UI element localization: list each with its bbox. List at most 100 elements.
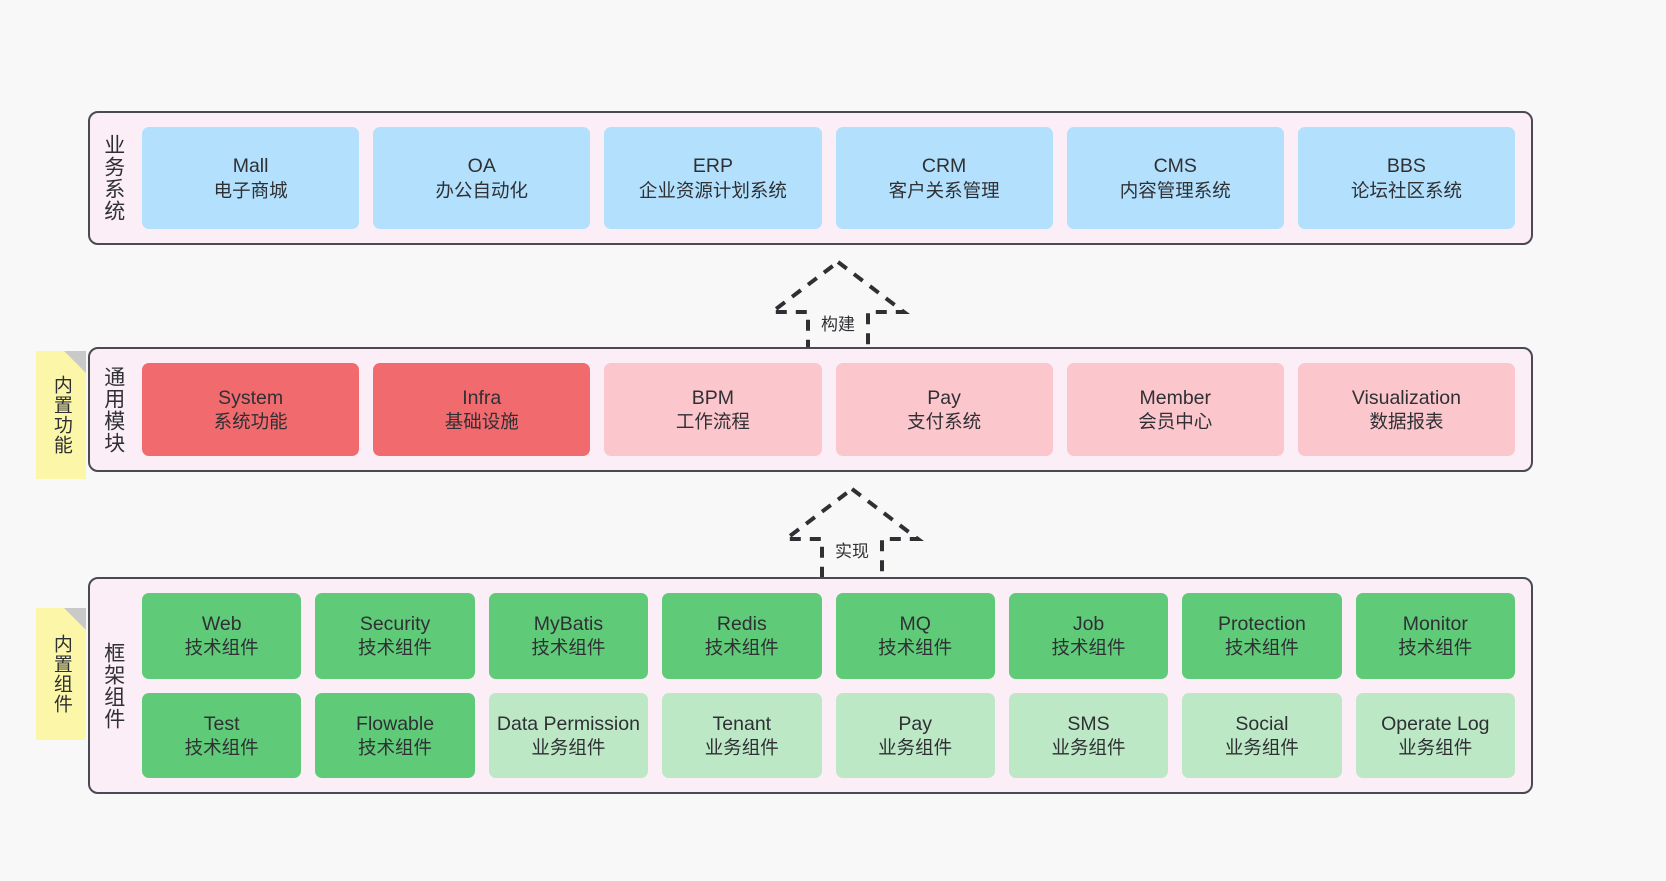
card-cms[interactable]: CMS 内容管理系统 [1066,127,1284,229]
card-subtitle: 支付系统 [907,411,982,433]
card-subtitle: 企业资源计划系统 [638,179,787,201]
card-subtitle: 内容管理系统 [1119,179,1231,201]
card-title: Member [1139,386,1212,409]
card-oa[interactable]: OA 办公自动化 [373,127,591,229]
card-subtitle: 基础设施 [444,411,519,433]
card-subtitle: 业务组件 [531,736,606,758]
card-subtitle: 数据报表 [1369,411,1444,433]
card-mall[interactable]: Mall 电子商城 [142,127,360,229]
card-test[interactable]: Test 技术组件 [142,692,302,778]
card-visualization[interactable]: Visualization 数据报表 [1297,363,1516,456]
card-subtitle: 技术组件 [1398,637,1473,659]
card-title: Operate Log [1381,712,1490,735]
card-title: Visualization [1351,386,1462,409]
card-subtitle: 技术组件 [531,637,606,659]
card-mybatis[interactable]: MyBatis 技术组件 [488,593,649,679]
card-crm[interactable]: CRM 客户关系管理 [835,127,1053,229]
card-title: Web [201,613,242,635]
connector-implement: 实现 [777,485,927,581]
card-title: SMS [1067,712,1110,735]
card-title: CMS [1153,155,1197,178]
card-title: Job [1072,613,1105,635]
fold-corner-icon [64,351,86,373]
card-subtitle: 业务组件 [704,736,779,758]
card-subtitle: 业务组件 [1051,736,1126,758]
card-subtitle: 技术组件 [358,637,433,659]
sticky-note-label: 内置功能 [50,375,72,455]
card-title: CRM [921,155,967,178]
card-subtitle: 技术组件 [184,637,259,659]
layer-title-framework-component: 框架组件 [101,641,125,730]
layer-body-common-module: System 系统功能 Infra 基础设施 BPM 工作流程 Pay 支付系统… [136,349,1531,470]
card-job[interactable]: Job 技术组件 [1008,593,1169,679]
layer-body-framework-component: Web 技术组件 Security 技术组件 MyBatis 技术组件 Redi… [136,579,1531,792]
card-title: MyBatis [533,613,604,635]
card-title: BPM [691,386,735,409]
fold-corner-icon [64,608,86,630]
card-subtitle: 工作流程 [675,411,750,433]
card-title: OA [467,155,496,178]
layer-common-module: 通用模块 System 系统功能 Infra 基础设施 BPM 工作流程 Pay… [88,347,1533,472]
card-title: MQ [899,613,931,635]
card-title: Social [1235,712,1289,735]
card-bpm[interactable]: BPM 工作流程 [604,363,822,456]
card-subtitle: 业务组件 [1224,736,1299,758]
card-subtitle: 办公自动化 [435,179,529,201]
card-subtitle: 业务组件 [1398,736,1473,758]
card-data-permission[interactable]: Data Permission 业务组件 [488,692,649,778]
card-infra[interactable]: Infra 基础设施 [373,363,591,456]
card-row: Web 技术组件 Security 技术组件 MyBatis 技术组件 Redi… [142,593,1515,679]
card-title: BBS [1386,155,1426,178]
card-title: Mall [232,155,269,178]
card-title: Tenant [712,712,772,735]
card-member[interactable]: Member 会员中心 [1066,363,1284,456]
layer-framework-component: 框架组件 Web 技术组件 Security 技术组件 MyBatis 技术组件… [88,577,1533,794]
card-subtitle: 会员中心 [1138,411,1213,433]
card-title: Test [203,712,240,735]
card-erp[interactable]: ERP 企业资源计划系统 [604,127,822,229]
card-social[interactable]: Social 业务组件 [1182,692,1342,778]
sticky-note-builtin-component: 内置组件 [36,608,86,740]
card-tenant[interactable]: Tenant 业务组件 [662,692,822,778]
card-subtitle: 论坛社区系统 [1350,179,1462,201]
card-security[interactable]: Security 技术组件 [315,593,475,679]
card-title: ERP [692,155,733,178]
layer-business-system: 业务系统 Mall 电子商城 OA 办公自动化 ERP 企业资源计划系统 CRM… [88,111,1533,245]
card-subtitle: 技术组件 [704,637,779,659]
card-title: Protection [1218,613,1306,635]
card-title: Pay [898,712,932,735]
card-monitor[interactable]: Monitor 技术组件 [1355,593,1515,679]
card-bbs[interactable]: BBS 论坛社区系统 [1297,127,1516,229]
card-web[interactable]: Web 技术组件 [142,593,302,679]
card-title: Pay [927,386,961,409]
card-flowable[interactable]: Flowable 技术组件 [315,692,475,778]
card-subtitle: 技术组件 [358,736,433,758]
card-subtitle: 业务组件 [878,736,953,758]
card-operate-log[interactable]: Operate Log 业务组件 [1355,692,1515,778]
card-row: Test 技术组件 Flowable 技术组件 Data Permission … [142,692,1515,778]
card-protection[interactable]: Protection 技术组件 [1182,593,1342,679]
sticky-note-builtin-function: 内置功能 [36,351,86,479]
card-title: Infra [462,386,502,409]
card-mq[interactable]: MQ 技术组件 [835,593,995,679]
card-subtitle: 技术组件 [1051,637,1126,659]
card-pay-business[interactable]: Pay 业务组件 [835,692,995,778]
card-subtitle: 技术组件 [878,637,953,659]
card-sms[interactable]: SMS 业务组件 [1008,692,1169,778]
layer-title-business-system: 业务系统 [101,134,125,222]
card-subtitle: 客户关系管理 [888,179,1000,201]
card-row: Mall 电子商城 OA 办公自动化 ERP 企业资源计划系统 CRM 客户关系… [142,127,1516,229]
card-title: Monitor [1402,613,1468,635]
card-system[interactable]: System 系统功能 [142,363,360,456]
card-redis[interactable]: Redis 技术组件 [662,593,822,679]
sticky-note-label: 内置组件 [50,634,72,714]
card-subtitle: 系统功能 [213,411,288,433]
card-subtitle: 电子商城 [213,179,288,201]
card-title: Redis [716,613,767,635]
card-title: Security [359,613,431,635]
connector-implement-shape [780,486,924,581]
card-pay[interactable]: Pay 支付系统 [835,363,1053,456]
card-subtitle: 技术组件 [184,736,259,758]
connector-build: 构建 [763,258,913,354]
